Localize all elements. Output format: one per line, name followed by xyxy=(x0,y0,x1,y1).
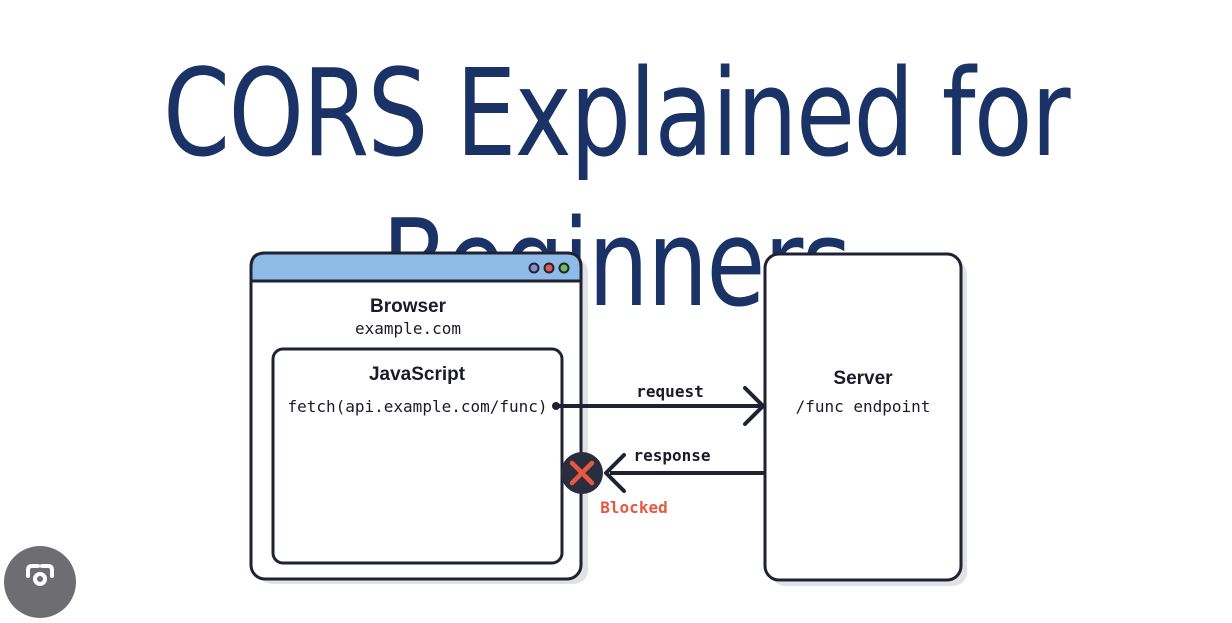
response-arrow xyxy=(604,453,765,493)
window-dot-icon xyxy=(543,262,555,274)
request-arrow xyxy=(552,386,765,426)
server-endpoint: /func endpoint xyxy=(795,397,931,416)
x-circle-icon xyxy=(561,452,603,494)
window-dot-icon xyxy=(528,262,540,274)
javascript-box xyxy=(271,347,564,565)
window-dot-icon xyxy=(558,262,570,274)
cors-diagram xyxy=(249,251,967,586)
browser-origin: example.com xyxy=(355,319,461,338)
server-label: Server xyxy=(833,368,893,389)
request-label: request xyxy=(636,382,704,401)
lens-button[interactable] xyxy=(4,546,76,618)
response-label: response xyxy=(633,446,711,465)
server-box xyxy=(763,252,967,586)
blocked-label: Blocked xyxy=(600,498,668,517)
browser-label: Browser xyxy=(369,296,447,317)
javascript-label: JavaScript xyxy=(368,364,466,385)
browser-titlebar xyxy=(249,251,583,283)
fetch-code: fetch(api.example.com/func) xyxy=(287,397,548,416)
lens-icon xyxy=(26,564,54,586)
